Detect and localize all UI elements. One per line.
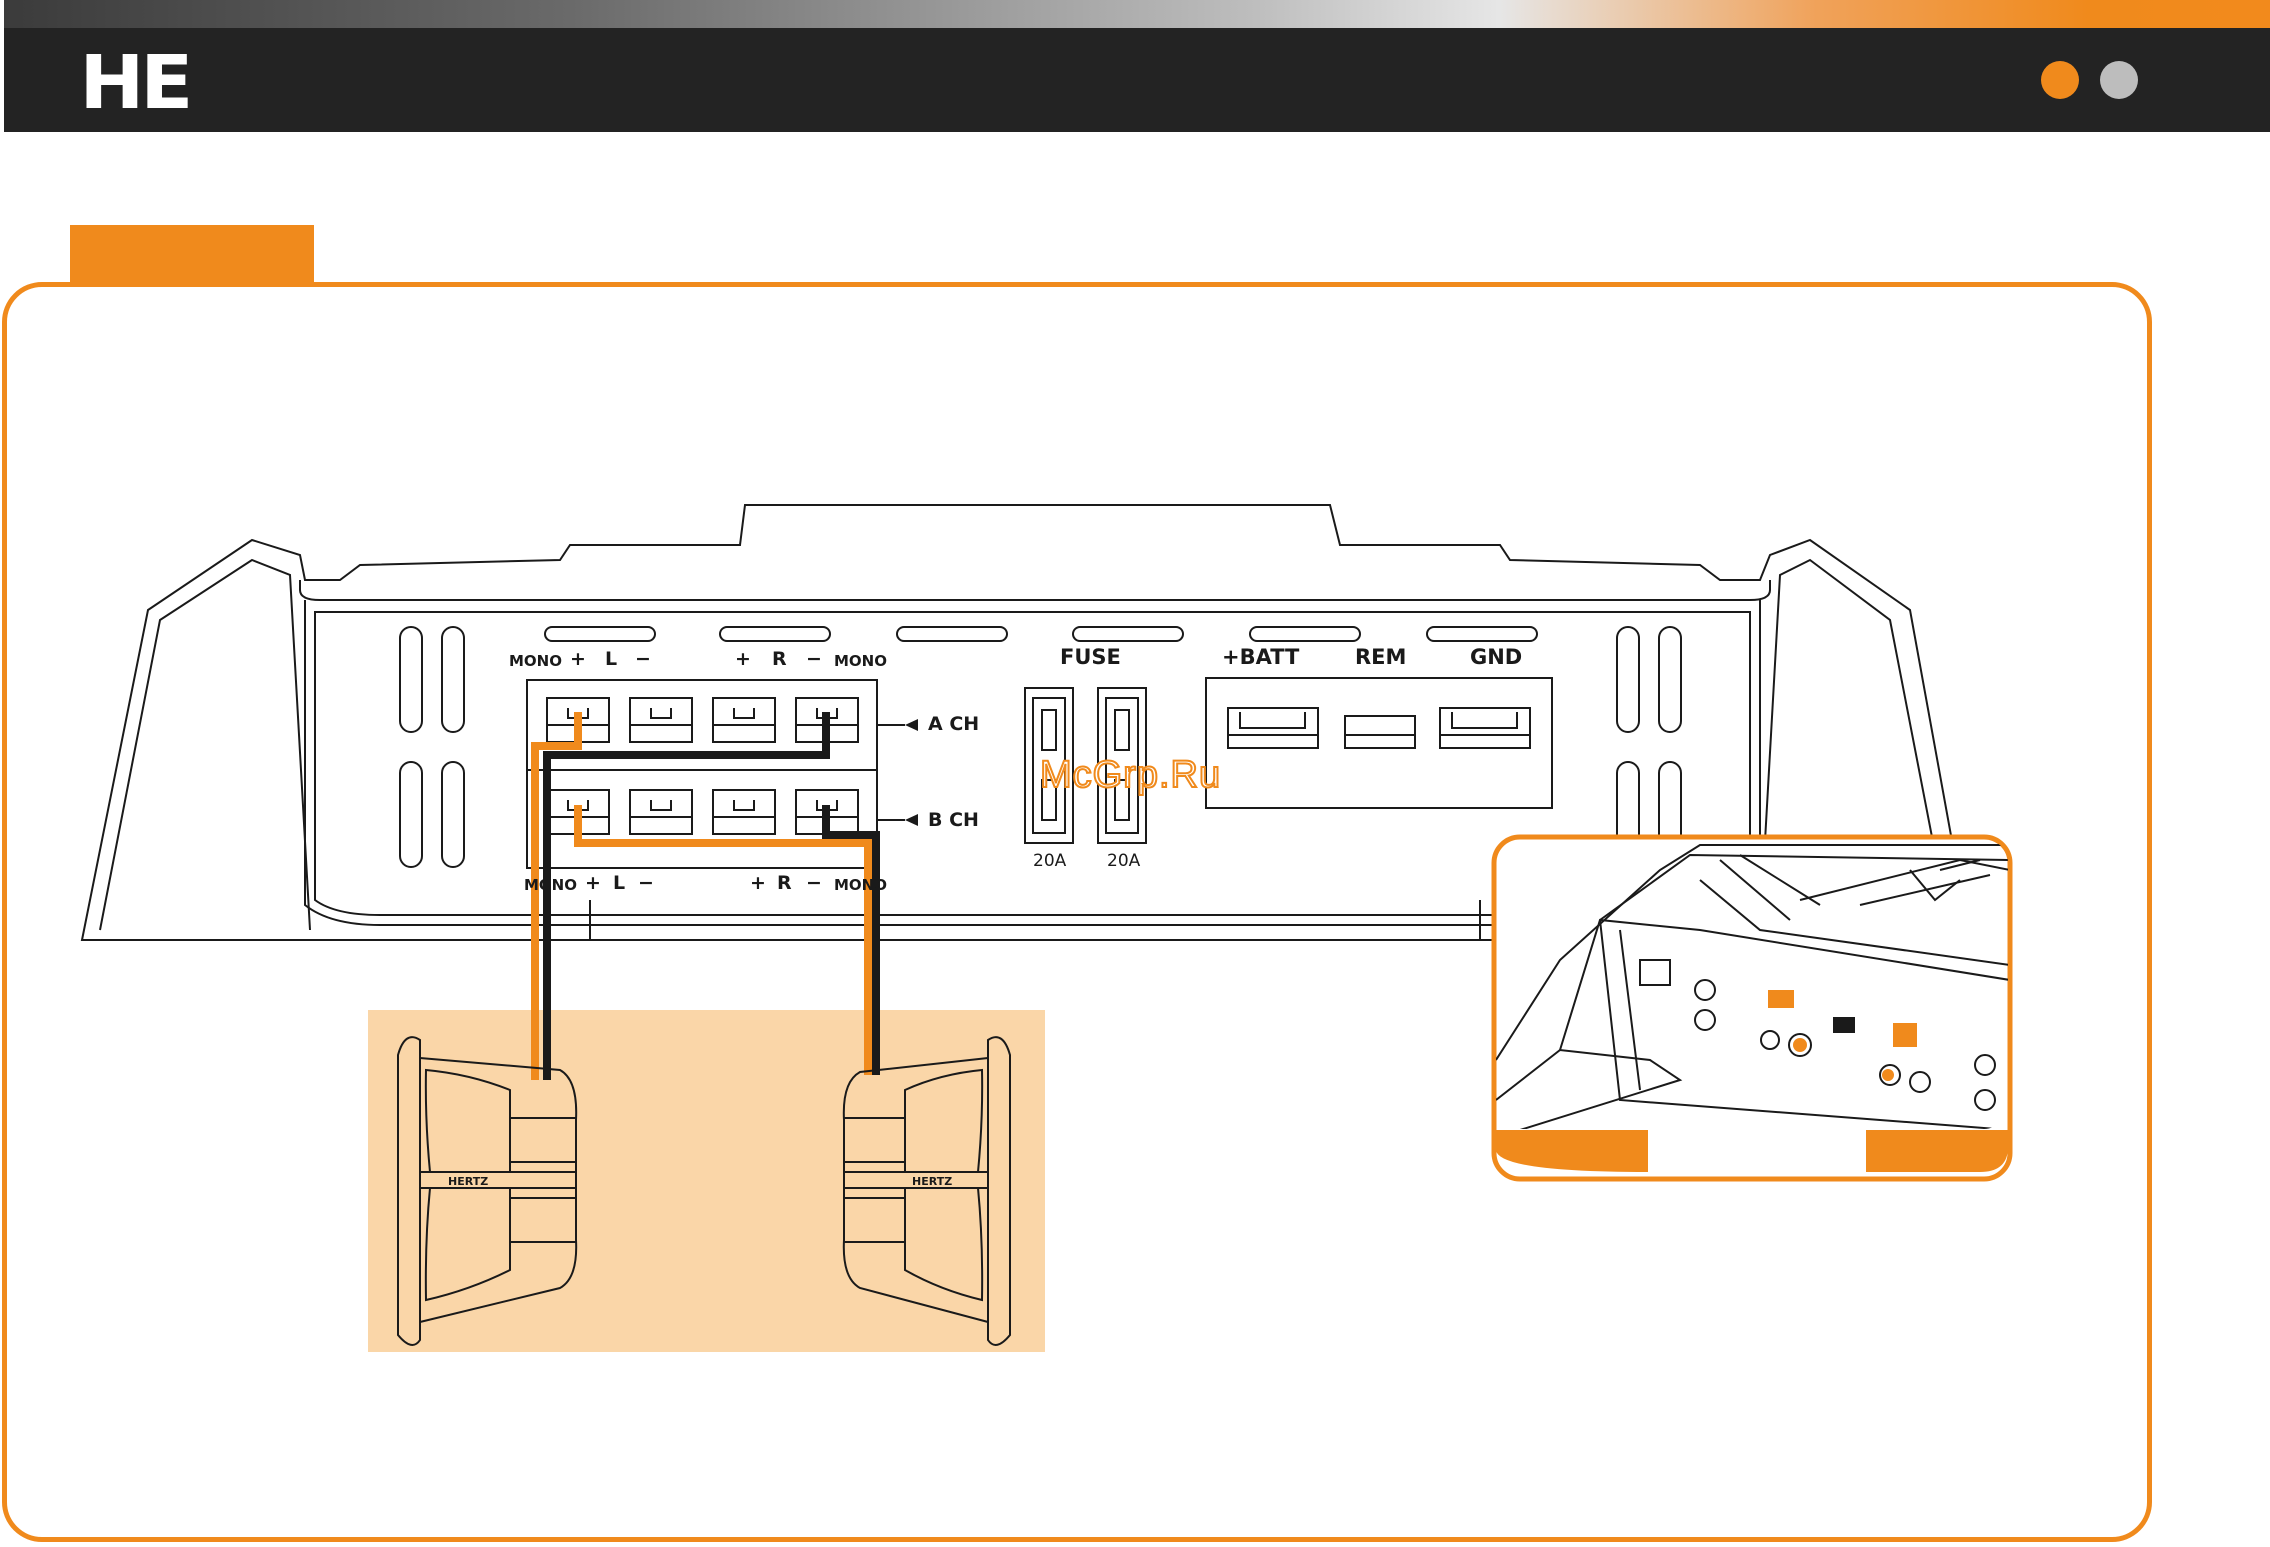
- label-batt: +BATT: [1222, 647, 1299, 668]
- label-top-l: L: [605, 650, 617, 669]
- label-bottom-minus-left: −: [638, 874, 654, 893]
- a-ch-arrow: [905, 719, 918, 731]
- b-ch-arrow: [905, 814, 918, 826]
- label-fuse-rating-1: 20A: [1033, 853, 1066, 870]
- label-bottom-r: R: [777, 874, 792, 893]
- label-a-channel: A CH: [928, 715, 979, 734]
- label-gnd: GND: [1470, 647, 1522, 668]
- label-bottom-mono-left: MONO: [524, 878, 577, 893]
- label-top-minus-right: −: [806, 650, 822, 669]
- label-fuse-rating-2: 20A: [1107, 853, 1140, 870]
- label-bottom-l: L: [613, 874, 625, 893]
- label-top-mono-right: MONO: [834, 654, 887, 669]
- label-bottom-plus-right: +: [750, 874, 766, 893]
- inset-illustration: [1494, 837, 2010, 1179]
- label-top-plus-left: +: [570, 650, 586, 669]
- label-fuse: FUSE: [1060, 647, 1121, 668]
- power-terminal-block: [1206, 678, 1552, 808]
- label-bottom-plus-left: +: [585, 874, 601, 893]
- label-bottom-mono-right: MONO: [834, 878, 887, 893]
- speaker-right-brand: HERTZ: [912, 1175, 952, 1188]
- label-top-plus-right: +: [735, 650, 751, 669]
- label-bottom-minus-right: −: [806, 874, 822, 893]
- label-top-minus-left: −: [635, 650, 651, 669]
- label-rem: REM: [1355, 647, 1406, 668]
- watermark-text: McGrp.Ru: [1040, 754, 1221, 797]
- terminal-a-2: [630, 698, 692, 742]
- speaker-left-brand: HERTZ: [448, 1175, 488, 1188]
- terminal-b-3: [713, 790, 775, 834]
- label-b-channel: B CH: [928, 811, 979, 830]
- label-top-mono-left: MONO: [509, 654, 562, 669]
- terminal-a-3: [713, 698, 775, 742]
- label-top-r: R: [772, 650, 787, 669]
- terminal-b-2: [630, 790, 692, 834]
